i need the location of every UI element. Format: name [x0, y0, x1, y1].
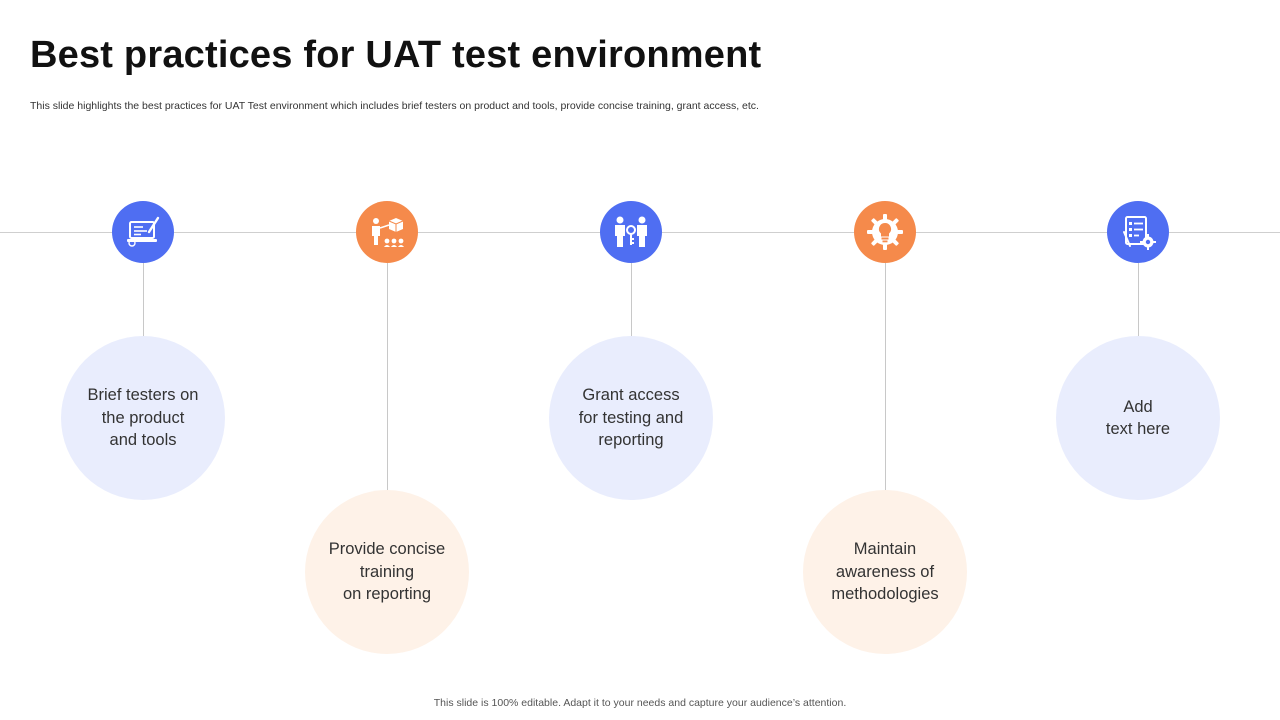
slide-footer: This slide is 100% editable. Adapt it to… [433, 697, 847, 709]
step-1-text: Brief testers on the product and tools [87, 386, 199, 450]
step-5-text-circle: Add text here [1056, 336, 1220, 500]
step-3-text: Grant access for testing and reporting [578, 386, 684, 450]
step-4-icon-circle [854, 201, 916, 263]
connector-2 [387, 263, 388, 490]
step-2-icon-circle [356, 201, 418, 263]
laptop-pen-icon [127, 216, 160, 247]
step-3-text-circle: Grant access for testing and reporting [549, 336, 713, 500]
step-5-icon-circle [1107, 201, 1169, 263]
step-2-text: Provide concise training on reporting [328, 540, 446, 604]
checklist-gear-icon [1123, 216, 1156, 250]
step-1-icon-circle [112, 201, 174, 263]
slide-subtitle: This slide highlights the best practices… [30, 100, 759, 112]
step-4-text: Maintain awareness of methodologies [831, 540, 939, 604]
slide-title: Best practices for UAT test environment [30, 34, 762, 76]
step-3-icon-circle [600, 201, 662, 263]
connector-3 [631, 263, 632, 337]
step-4-text-circle: Maintain awareness of methodologies [803, 490, 967, 654]
gear-lightbulb-icon [867, 214, 903, 250]
step-2-text-circle: Provide concise training on reporting [305, 490, 469, 654]
step-1-text-circle: Brief testers on the product and tools [61, 336, 225, 500]
presentation-box-icon [372, 218, 404, 247]
people-key-icon [615, 216, 647, 247]
connector-1 [143, 263, 144, 337]
connector-4 [885, 263, 886, 490]
step-5-text: Add text here [1105, 397, 1171, 439]
connector-5 [1138, 263, 1139, 337]
